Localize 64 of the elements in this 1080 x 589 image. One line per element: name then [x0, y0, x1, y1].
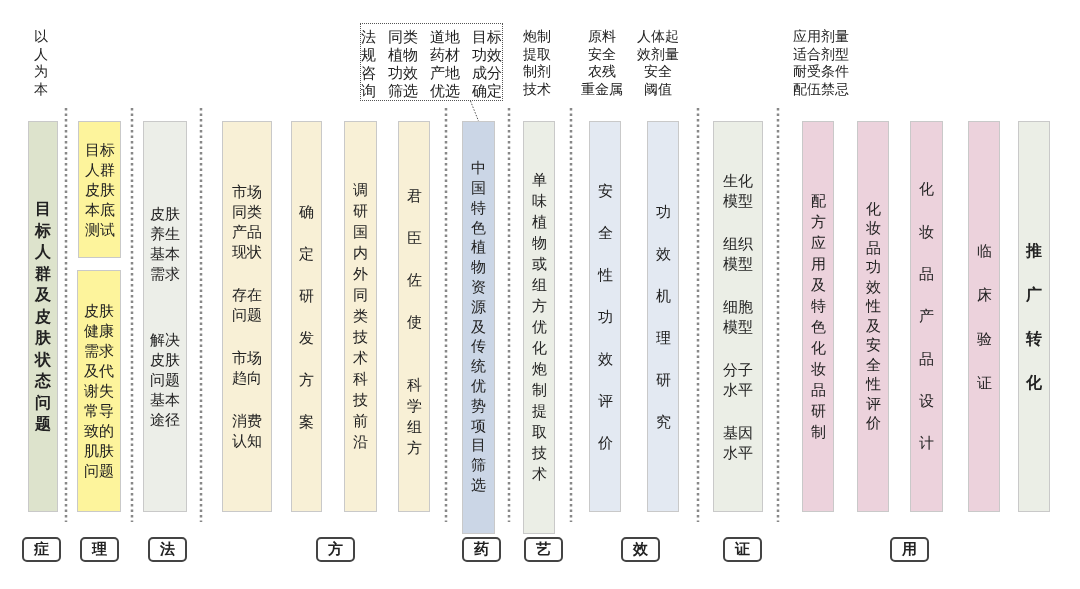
category-tag: 证 [723, 537, 762, 562]
category-tag: 理 [80, 537, 119, 562]
bar-text: 君臣佐使 [406, 185, 422, 333]
bar-text: 目标人群皮肤本底测试 [84, 139, 115, 240]
bar-text: 推广转化 [1026, 239, 1042, 394]
column-bar [222, 121, 272, 512]
category-tag: 用 [890, 537, 929, 562]
bar-text: 科学组方 [406, 374, 422, 459]
note-text: 以人为本 [33, 28, 49, 98]
bar-text: 临床验证 [976, 240, 992, 394]
column-bar [28, 121, 58, 512]
column-bar [1018, 121, 1050, 512]
column-bar [398, 121, 430, 512]
column-bar [523, 121, 555, 534]
category-tag: 方 [316, 537, 355, 562]
column-bar [78, 121, 121, 258]
bar-text: 组织模型 [723, 233, 753, 274]
bar-text: 调研国内外同类技术科技前沿 [353, 180, 368, 453]
bar-text: 市场趋向 [232, 348, 262, 388]
column-bar [713, 121, 763, 512]
category-tag: 效 [621, 537, 660, 562]
column-bar [77, 270, 121, 512]
bar-text: 功效机理研究 [655, 201, 671, 433]
bar-text: 皮肤健康需求及代谢失常导致的肌肤问题 [84, 301, 114, 481]
bar-text: 细胞模型 [723, 296, 753, 337]
bar-text: 解决皮肤问题基本途径 [150, 329, 180, 430]
bar-text: 安全性功效评价 [597, 180, 613, 454]
bar-text: 市场同类产品现状 [232, 182, 262, 262]
bar-text: 目标人群及皮肤状态问题 [35, 198, 51, 435]
bar-text: 确定研发方案 [299, 201, 314, 433]
note-text: 炮制提取制剂技术 [522, 28, 552, 98]
bar-text: 消费认知 [232, 411, 262, 451]
callout-box [360, 23, 503, 101]
column-bar [910, 121, 943, 512]
column-bar [291, 121, 322, 512]
column-bar [968, 121, 1000, 512]
bar-text: 化妆品功效性及安全性评价 [865, 199, 881, 434]
bar-text: 基因水平 [723, 422, 753, 463]
category-tag: 药 [462, 537, 501, 562]
category-tag: 艺 [524, 537, 563, 562]
callout-text: 目标功效成分确定 [472, 28, 502, 96]
column-bar [462, 121, 495, 534]
column-bar [589, 121, 621, 512]
note-text: 应用剂量适合剂型耐受条件配伍禁忌 [792, 28, 850, 98]
bar-text: 生化模型 [723, 170, 753, 211]
callout-text: 同类植物功效筛选 [388, 28, 418, 96]
column-bar [344, 121, 377, 512]
bar-text: 分子水平 [723, 359, 753, 400]
column-bar [647, 121, 679, 512]
callout-text: 道地药材产地优选 [430, 28, 460, 96]
bar-text: 单味植物或组方优化炮制提取技术 [531, 170, 547, 485]
category-tag: 法 [148, 537, 187, 562]
column-bar [802, 121, 834, 512]
note-text: 人体起效剂量安全阈值 [636, 28, 680, 98]
bar-text: 皮肤养生基本需求 [150, 203, 180, 284]
bar-text: 化妆品产品设计 [919, 179, 934, 455]
column-bar [143, 121, 187, 512]
column-bar [857, 121, 889, 512]
bar-text: 配方应用及特色化妆品研制 [810, 190, 826, 443]
callout-text: 法规咨询 [361, 28, 376, 96]
bar-text: 中国特色植物资源及传统优势项目筛选 [471, 159, 486, 496]
note-text: 原料安全农残重金属 [580, 28, 624, 98]
category-tag: 症 [22, 537, 61, 562]
bar-text: 存在问题 [232, 285, 262, 325]
